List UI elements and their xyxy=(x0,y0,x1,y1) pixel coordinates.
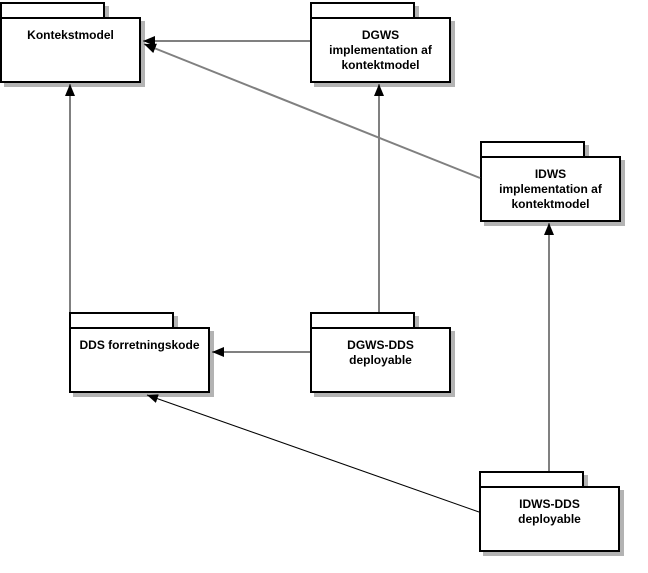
package-dgws-implementation-af-kontektmodel: DGWS implementation af kontektmodel xyxy=(310,2,455,83)
package-idws-dds-deployable: IDWS-DDS deployable xyxy=(479,471,624,552)
package-body: Kontekstmodel xyxy=(0,17,141,83)
package-body: DDS forretningskode xyxy=(69,327,210,393)
package-dgws-dds-deployable: DGWS-DDS deployable xyxy=(310,312,455,393)
package-kontekstmodel: Kontekstmodel xyxy=(0,2,145,83)
package-dds-forretningskode: DDS forretningskode xyxy=(69,312,214,393)
package-body: DGWS-DDS deployable xyxy=(310,327,451,393)
package-label: DDS forretningskode xyxy=(79,338,200,352)
package-idws-implementation-af-kontektmodel: IDWS implementation af kontektmodel xyxy=(480,141,625,222)
package-body: IDWS-DDS deployable xyxy=(479,486,620,552)
arrow-idws-dds-to-dds xyxy=(146,394,480,513)
package-label: IDWS-DDS deployable xyxy=(518,497,581,526)
package-label: DGWS-DDS deployable xyxy=(347,338,414,367)
package-label: Kontekstmodel xyxy=(27,28,114,42)
package-label: IDWS implementation af kontektmodel xyxy=(499,167,602,211)
package-label: DGWS implementation af kontektmodel xyxy=(329,28,432,72)
package-body: DGWS implementation af kontektmodel xyxy=(310,17,451,83)
package-body: IDWS implementation af kontektmodel xyxy=(480,156,621,222)
